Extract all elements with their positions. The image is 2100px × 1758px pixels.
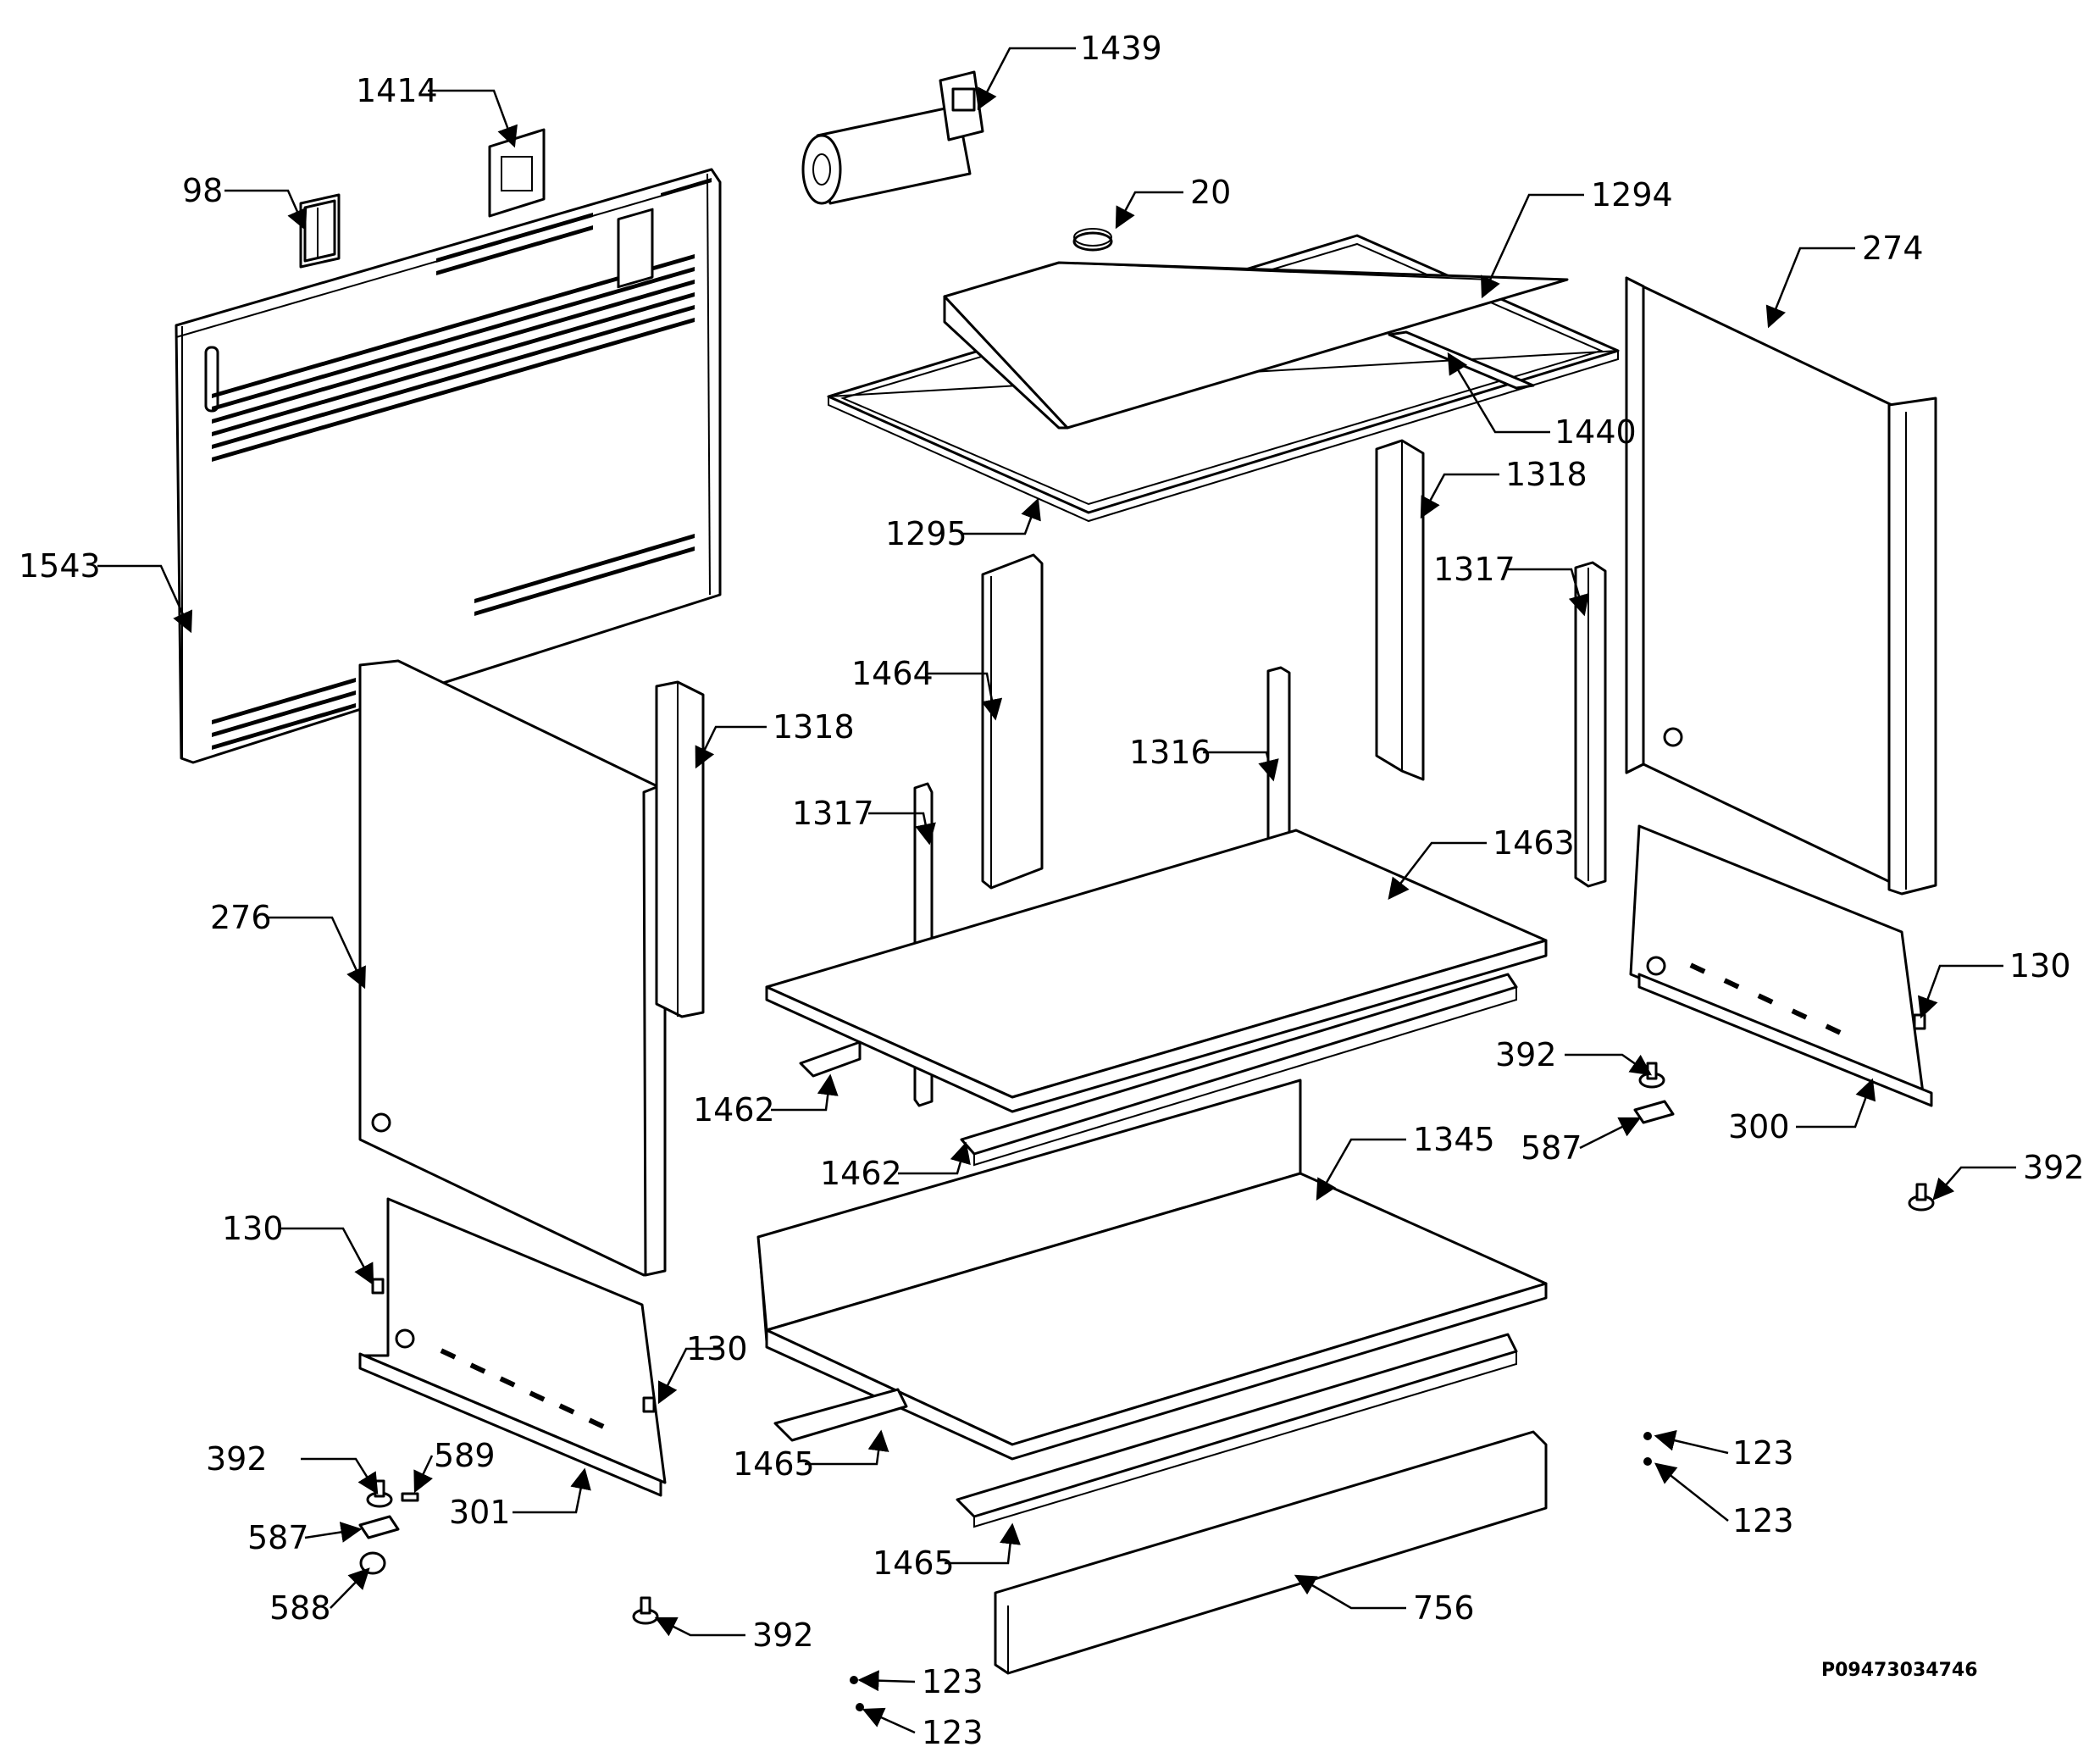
callout-labels: 1439 1414 98 20 1294 274 1440 1318 1295 …: [19, 30, 2085, 1751]
back-panel-1543: [175, 168, 722, 764]
kick-plate-756: [994, 1430, 1548, 1675]
grommet-20: [1072, 228, 1113, 252]
rail-1317-right: [1574, 561, 1607, 888]
callout-274: 274: [1862, 230, 1924, 267]
clip-130-a: [1913, 1013, 1926, 1030]
callout-587-left: 587: [247, 1519, 309, 1556]
column-1464: [981, 553, 1044, 890]
callout-1317-right: 1317: [1433, 551, 1515, 588]
leader-lines: [97, 47, 2016, 1734]
callout-1294: 1294: [1591, 176, 1673, 214]
callout-1463: 1463: [1493, 824, 1575, 862]
base-tray-1345: [756, 1079, 1548, 1461]
duct-1294: [943, 261, 1569, 430]
callout-98: 98: [182, 172, 223, 209]
callout-392-right-lower: 392: [2023, 1149, 2085, 1186]
bracket-587-b: [358, 1515, 400, 1539]
callout-1318-right: 1318: [1505, 456, 1587, 493]
fan-motor-1439: [801, 70, 984, 205]
foot-392-a: [1638, 1062, 1665, 1089]
document-id: P09473034746: [1821, 1660, 1978, 1681]
callout-1440: 1440: [1554, 413, 1637, 451]
mid-shelf-1463: [765, 829, 1548, 1113]
callout-588: 588: [269, 1589, 331, 1627]
callout-392-bottom: 392: [752, 1617, 814, 1654]
knob-588: [359, 1551, 386, 1575]
callout-1414: 1414: [356, 72, 438, 109]
callout-123-right-lower: 123: [1732, 1502, 1794, 1539]
callout-392-right-upper: 392: [1495, 1036, 1557, 1073]
callout-130-left-upper: 130: [222, 1210, 284, 1247]
callout-123-bottom-lower: 123: [922, 1714, 984, 1751]
hardware: [358, 1013, 1935, 1711]
upright-1318-left: [655, 680, 705, 1018]
callout-587-right: 587: [1521, 1129, 1582, 1167]
channel-1465-b: [956, 1333, 1518, 1528]
callout-123-right-upper: 123: [1732, 1434, 1794, 1472]
terminal-block-98: [299, 193, 341, 269]
screw-123-c: [850, 1676, 858, 1684]
clip-130-b: [371, 1278, 385, 1295]
foot-392-d: [632, 1596, 659, 1625]
callout-1439: 1439: [1080, 30, 1162, 67]
upright-1318-right: [1375, 439, 1425, 781]
clip-130-c: [642, 1396, 656, 1413]
left-side-panel-276: [358, 659, 667, 1277]
callout-1462-lower: 1462: [820, 1155, 902, 1192]
callout-130-left-lower: 130: [686, 1330, 748, 1367]
callout-300: 300: [1728, 1108, 1790, 1145]
callout-1465-lower: 1465: [873, 1544, 955, 1582]
base-panel-301: [358, 1197, 667, 1497]
base-panel-300: [1629, 824, 1933, 1107]
callout-1295: 1295: [885, 515, 967, 552]
callout-1345: 1345: [1413, 1121, 1495, 1158]
callout-1316: 1316: [1129, 734, 1211, 771]
callout-1317-left: 1317: [792, 795, 874, 832]
callout-1465-upper: 1465: [733, 1445, 815, 1483]
callout-130-right: 130: [2009, 947, 2071, 984]
callout-1543: 1543: [19, 547, 101, 585]
callout-392-left: 392: [206, 1440, 268, 1478]
screw-123-a: [1643, 1432, 1652, 1440]
foot-392-b: [1908, 1183, 1935, 1212]
right-side-panel-274: [1625, 276, 1937, 896]
callout-589: 589: [434, 1437, 496, 1474]
callout-756: 756: [1413, 1589, 1475, 1627]
screw-123-b: [1643, 1457, 1652, 1466]
callout-1464: 1464: [851, 655, 934, 692]
bracket-587-a: [1633, 1100, 1675, 1124]
channel-1465-a: [773, 1388, 908, 1442]
callout-20: 20: [1190, 174, 1231, 211]
screw-123-d: [856, 1703, 864, 1711]
callout-276: 276: [210, 899, 272, 936]
callout-301: 301: [449, 1494, 511, 1531]
channel-1462-a: [799, 1040, 862, 1078]
callout-1318-left: 1318: [773, 708, 855, 746]
screw-589: [401, 1492, 419, 1502]
callout-123-bottom-upper: 123: [922, 1663, 984, 1700]
bracket-1414: [488, 128, 546, 218]
callout-1462-upper: 1462: [693, 1091, 775, 1129]
